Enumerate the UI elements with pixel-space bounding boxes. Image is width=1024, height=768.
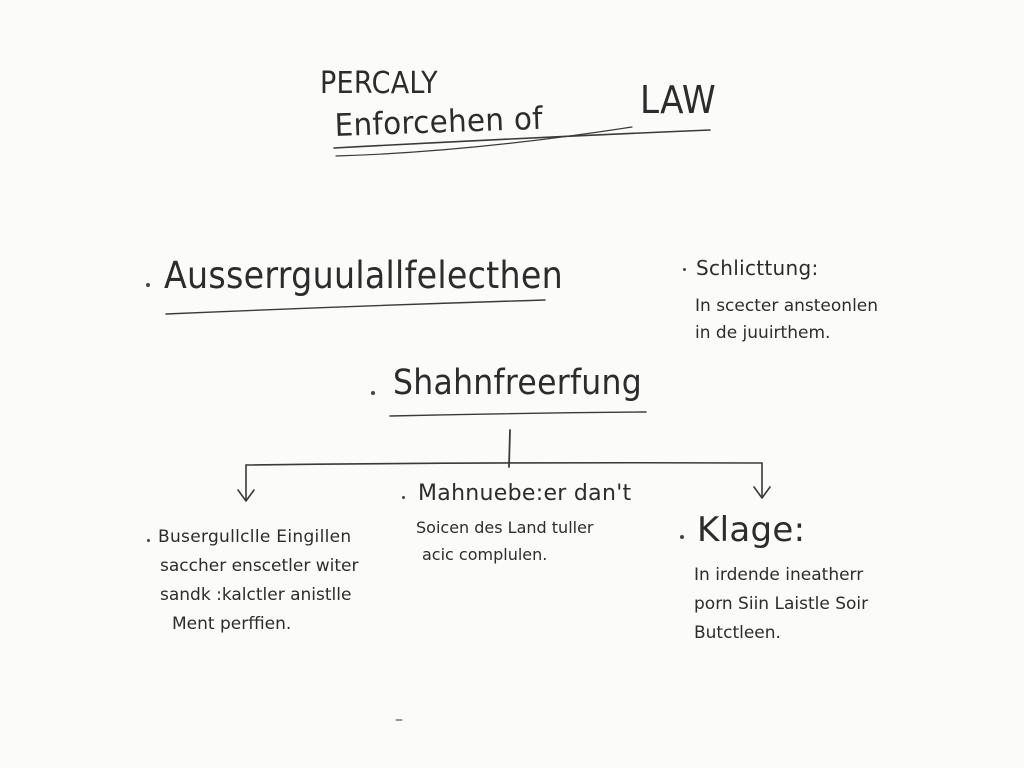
stem-line [508,429,511,468]
klage-label: Klage: [697,510,806,550]
title-underline [333,129,711,149]
aussergerichtlich-label: Ausserrguulallfelecthen [164,254,564,297]
klage-description: In irdende ineatherr porn Siin Laistle S… [694,561,868,648]
schlichtung-description: In scecter ansteonlen in de juuirthem. [695,293,878,347]
schlichtung-desc-line: In scecter ansteonlen [695,296,879,316]
zwangsvollstreckung-underline [389,411,647,417]
left-branch-desc-line: saccher enscetler witer [160,556,359,576]
left-arrow-head [237,489,255,502]
left-branch-label: Busergullclle Eingillen [158,527,352,547]
zwangsvollstreckung-bullet [371,391,375,395]
left-branch-description: saccher enscetler witer sandk :kalctler … [160,552,358,639]
klage-desc-line: In irdende ineatherr [694,565,864,585]
aussergerichtlich-underline [165,299,546,315]
title-law: LAW [640,78,716,122]
left-branch-desc-line: sandk :kalctler anistlle [160,585,352,605]
mahnverfahren-desc-line: Soicen des Land tuller [416,518,594,537]
mahnverfahren-desc-line: acic complulen. [422,545,548,564]
title-line-2: Enforcehen of [334,100,544,144]
right-arrow-head [753,486,771,499]
schlichtung-bullet [683,268,686,271]
left-branch-desc-line: Ment perffien. [172,614,292,634]
schlichtung-label: Schlicttung: [696,256,819,280]
klage-desc-line: porn Siin Laistle Soir [694,594,869,614]
branch-line [245,461,763,466]
title-underline-short [335,126,633,157]
schlichtung-desc-line: in de juuirthem. [695,323,831,343]
mahnverfahren-label: Mahnuebe:er dan't [418,481,632,506]
title-line-1: PERCALY [320,66,438,101]
klage-desc-line: Butctleen. [694,623,781,643]
left-branch-bullet [147,539,150,542]
zwangsvollstreckung-label: Shahnfreerfung [393,363,643,403]
aussergerichtlich-bullet [146,283,150,287]
mahnverfahren-bullet [402,496,405,499]
mahnverfahren-description: Soicen des Land tuller acic complulen. [416,514,594,568]
klage-bullet [680,535,684,539]
